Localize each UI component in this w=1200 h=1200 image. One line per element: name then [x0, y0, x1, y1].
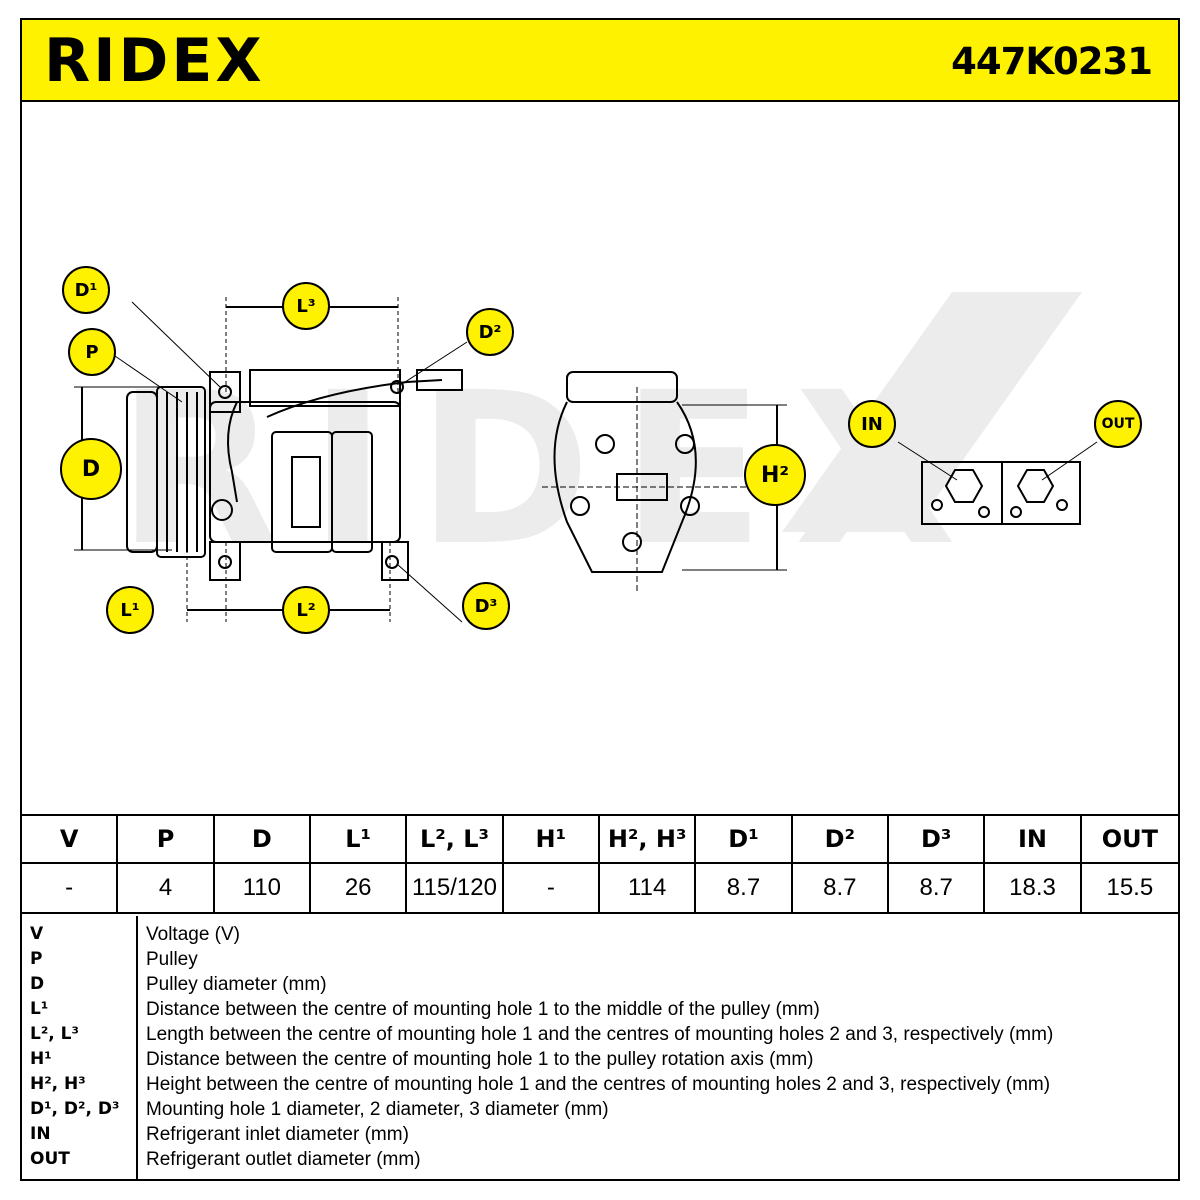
- callout-d2: D²: [466, 308, 514, 356]
- legend-key: OUT: [30, 1149, 70, 1169]
- mount-hole-d1: [218, 385, 232, 399]
- spec-header: H², H³: [600, 816, 697, 864]
- callout-h2: H²: [744, 444, 806, 506]
- spec-header: V: [22, 816, 119, 864]
- legend-key: D: [30, 974, 45, 994]
- spec-value: -: [504, 864, 600, 912]
- legend-row: V Voltage (V): [22, 924, 1178, 949]
- callout-d: D: [60, 438, 122, 500]
- pulley-body: [156, 386, 206, 558]
- legend-desc: Mounting hole 1 diameter, 2 diameter, 3 …: [146, 1099, 609, 1120]
- callout-d1: D¹: [62, 266, 110, 314]
- legend-row: L¹ Distance between the centre of mounti…: [22, 999, 1178, 1024]
- spec-value: 4: [118, 864, 215, 912]
- watermark-text: RIDEX: [117, 347, 987, 592]
- watermark-slash: [782, 292, 1082, 532]
- spec-header: P: [118, 816, 215, 864]
- compressor-drawing: RIDEX: [74, 292, 1098, 623]
- spec-value: 8.7: [793, 864, 889, 912]
- inlet-port: [944, 469, 984, 503]
- legend-key: D¹, D², D³: [30, 1099, 120, 1119]
- spec-value: 18.3: [985, 864, 1082, 912]
- legend-row: D¹, D², D³ Mounting hole 1 diameter, 2 d…: [22, 1099, 1178, 1124]
- outlet-port: [1016, 469, 1055, 503]
- spec-value: 110: [215, 864, 311, 912]
- spec-value: 115/120: [407, 864, 504, 912]
- spec-header: D²: [792, 816, 889, 864]
- technical-drawing: RIDEX: [22, 102, 1178, 814]
- legend-divider: [136, 916, 138, 1179]
- callout-l1: L¹: [106, 586, 154, 634]
- legend-desc: Distance between the centre of mounting …: [146, 1049, 814, 1070]
- legend-desc: Refrigerant outlet diameter (mm): [146, 1149, 421, 1170]
- legend-desc: Refrigerant inlet diameter (mm): [146, 1124, 409, 1145]
- spec-value: 114: [600, 864, 697, 912]
- spec-header: H¹: [503, 816, 600, 864]
- brand-logo-text: RIDEX: [44, 26, 265, 96]
- legend-desc: Length between the centre of mounting ho…: [146, 1024, 1054, 1045]
- outlet-fitting: [1001, 461, 1081, 525]
- legend-row: IN Refrigerant inlet diameter (mm): [22, 1124, 1178, 1149]
- legend-desc: Pulley diameter (mm): [146, 974, 327, 995]
- legend-row: H¹ Distance between the centre of mounti…: [22, 1049, 1178, 1074]
- legend-desc: Distance between the centre of mounting …: [146, 999, 820, 1020]
- spec-value: 26: [311, 864, 408, 912]
- header-bar: RIDEX 447K0231: [22, 20, 1178, 102]
- legend-desc: Voltage (V): [146, 924, 240, 945]
- legend-row: L², L³ Length between the centre of moun…: [22, 1024, 1178, 1049]
- callout-d3: D³: [462, 582, 510, 630]
- callout-p: P: [68, 328, 116, 376]
- brand-logo: RIDEX: [44, 28, 304, 94]
- legend-row: OUT Refrigerant outlet diameter (mm): [22, 1149, 1178, 1174]
- spec-header: D³: [889, 816, 986, 864]
- spec-table: V P D L¹ L², L³ H¹ H², H³ D¹ D² D³ IN OU…: [22, 814, 1178, 914]
- mount-hole-d2: [390, 380, 404, 394]
- legend-key: IN: [30, 1124, 51, 1144]
- rear-view-top: [566, 371, 678, 403]
- spec-header: L², L³: [407, 816, 504, 864]
- mount-hole-d3: [385, 555, 399, 569]
- spec-header: IN: [985, 816, 1082, 864]
- compressor-top: [249, 369, 401, 407]
- legend-key: H², H³: [30, 1074, 86, 1094]
- legend-row: H², H³ Height between the centre of moun…: [22, 1074, 1178, 1099]
- mount-ear-1: [209, 371, 241, 413]
- part-number: 447K0231: [951, 40, 1153, 83]
- legend-key: L², L³: [30, 1024, 79, 1044]
- spec-value: -: [22, 864, 119, 912]
- legend-key: L¹: [30, 999, 49, 1019]
- legend-desc: Height between the centre of mounting ho…: [146, 1074, 1051, 1095]
- spec-value: 8.7: [889, 864, 986, 912]
- legend: V Voltage (V) P Pulley D Pulley diameter…: [22, 916, 1178, 1179]
- callout-in: IN: [848, 400, 896, 448]
- callout-l2: L²: [282, 586, 330, 634]
- mount-ear-3: [381, 541, 409, 581]
- legend-desc: Pulley: [146, 949, 198, 970]
- legend-row: D Pulley diameter (mm): [22, 974, 1178, 999]
- legend-key: P: [30, 949, 43, 969]
- product-sheet: RIDEX 447K0231 RIDEX: [20, 18, 1180, 1181]
- spec-header: D: [214, 816, 311, 864]
- spec-value: 15.5: [1106, 874, 1154, 901]
- spec-header: L¹: [311, 816, 408, 864]
- mount-ear-4: [209, 541, 241, 581]
- legend-row: P Pulley: [22, 949, 1178, 974]
- spec-header: OUT: [1081, 816, 1178, 864]
- spec-header: D¹: [696, 816, 793, 864]
- callout-out: OUT: [1094, 400, 1142, 448]
- callout-l3: L³: [282, 282, 330, 330]
- legend-key: V: [30, 924, 44, 944]
- electrical-connector: [416, 369, 463, 391]
- legend-key: H¹: [30, 1049, 52, 1069]
- spec-value: 8.7: [696, 864, 793, 912]
